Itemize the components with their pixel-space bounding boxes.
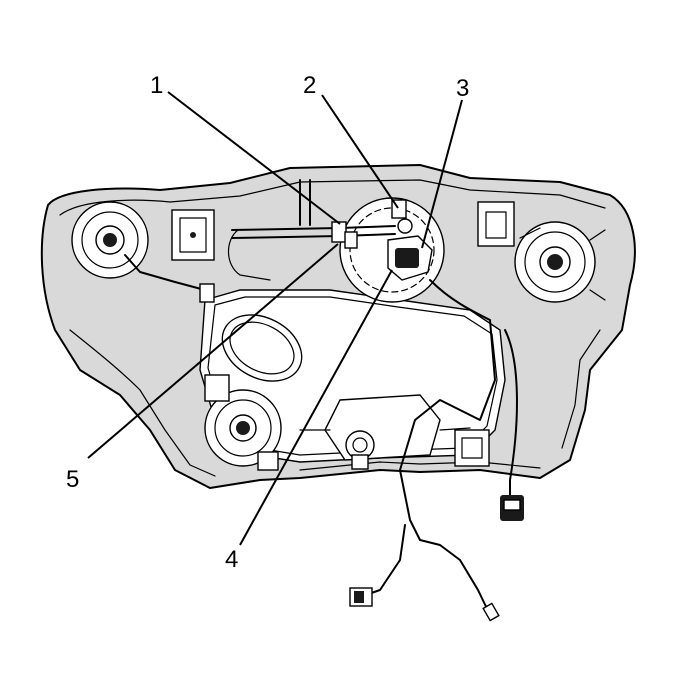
callout-4: 4: [225, 546, 238, 573]
leader-lines: [87, 91, 463, 546]
right-mount: [514, 221, 606, 303]
callout-labels: 1 2 3 4 5: [66, 72, 469, 573]
wiring-harness: [349, 279, 524, 622]
upper-left-bracket: [171, 209, 215, 261]
lower-left-mount: [204, 374, 282, 471]
callout-1: 1: [150, 72, 163, 99]
fuel-pump-module: [339, 197, 445, 303]
drain-plug: [345, 430, 375, 470]
callout-5: 5: [66, 466, 79, 493]
leader-line-2: [321, 94, 399, 209]
left-upper-mount: [71, 201, 215, 303]
lower-right-bracket: [454, 429, 490, 467]
leader-line-3: [421, 99, 463, 249]
leader-line-5: [87, 243, 339, 459]
callout-3: 3: [456, 75, 469, 102]
leader-line-1: [167, 91, 341, 225]
leader-line-4: [239, 269, 393, 546]
upper-right-bracket: [477, 201, 515, 247]
fuel-lines: [227, 179, 396, 281]
callout-2: 2: [303, 72, 316, 99]
